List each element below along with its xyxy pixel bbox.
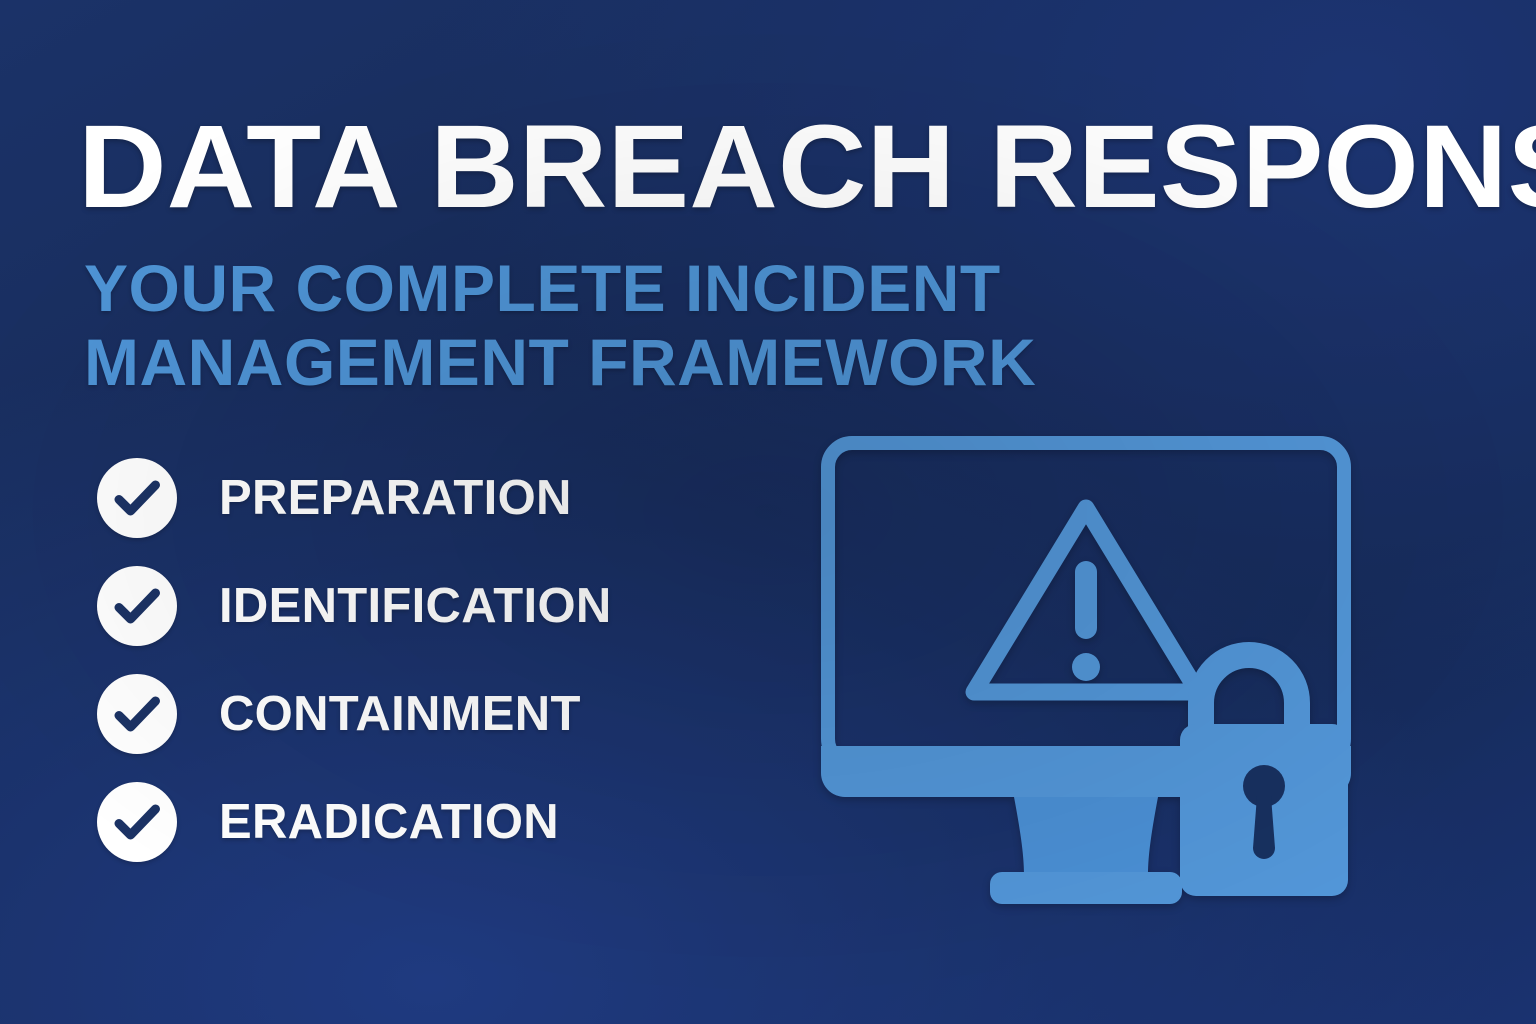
check-icon <box>97 674 177 754</box>
checklist-item-identification[interactable]: IDENTIFICATION <box>97 566 717 674</box>
padlock-icon <box>1180 642 1348 896</box>
checklist-item-label: IDENTIFICATION <box>219 579 612 633</box>
checklist-item-containment[interactable]: CONTAINMENT <box>97 674 717 782</box>
checklist-item-label: PREPARATION <box>219 471 572 525</box>
check-icon <box>97 566 177 646</box>
page-subtitle: YOUR COMPLETE INCIDENT MANAGEMENT FRAMEW… <box>84 251 1044 400</box>
page-title: DATA BREACH RESPONSE <box>78 101 1536 233</box>
subtitle-line-1: YOUR COMPLETE INCIDENT <box>84 251 1001 325</box>
checklist-item-label: CONTAINMENT <box>219 687 581 741</box>
checklist: PREPARATION IDENTIFICATION CONTAINMENT <box>97 458 717 890</box>
check-icon <box>97 782 177 862</box>
checklist-item-label: ERADICATION <box>219 795 559 849</box>
checklist-item-preparation[interactable]: PREPARATION <box>97 458 717 566</box>
warning-triangle-icon <box>965 499 1207 701</box>
monitor-warning-lock-illustration <box>812 424 1372 914</box>
subtitle-line-2: MANAGEMENT FRAMEWORK <box>84 324 1037 399</box>
checklist-item-eradication[interactable]: ERADICATION <box>97 782 717 890</box>
check-icon <box>97 458 177 538</box>
